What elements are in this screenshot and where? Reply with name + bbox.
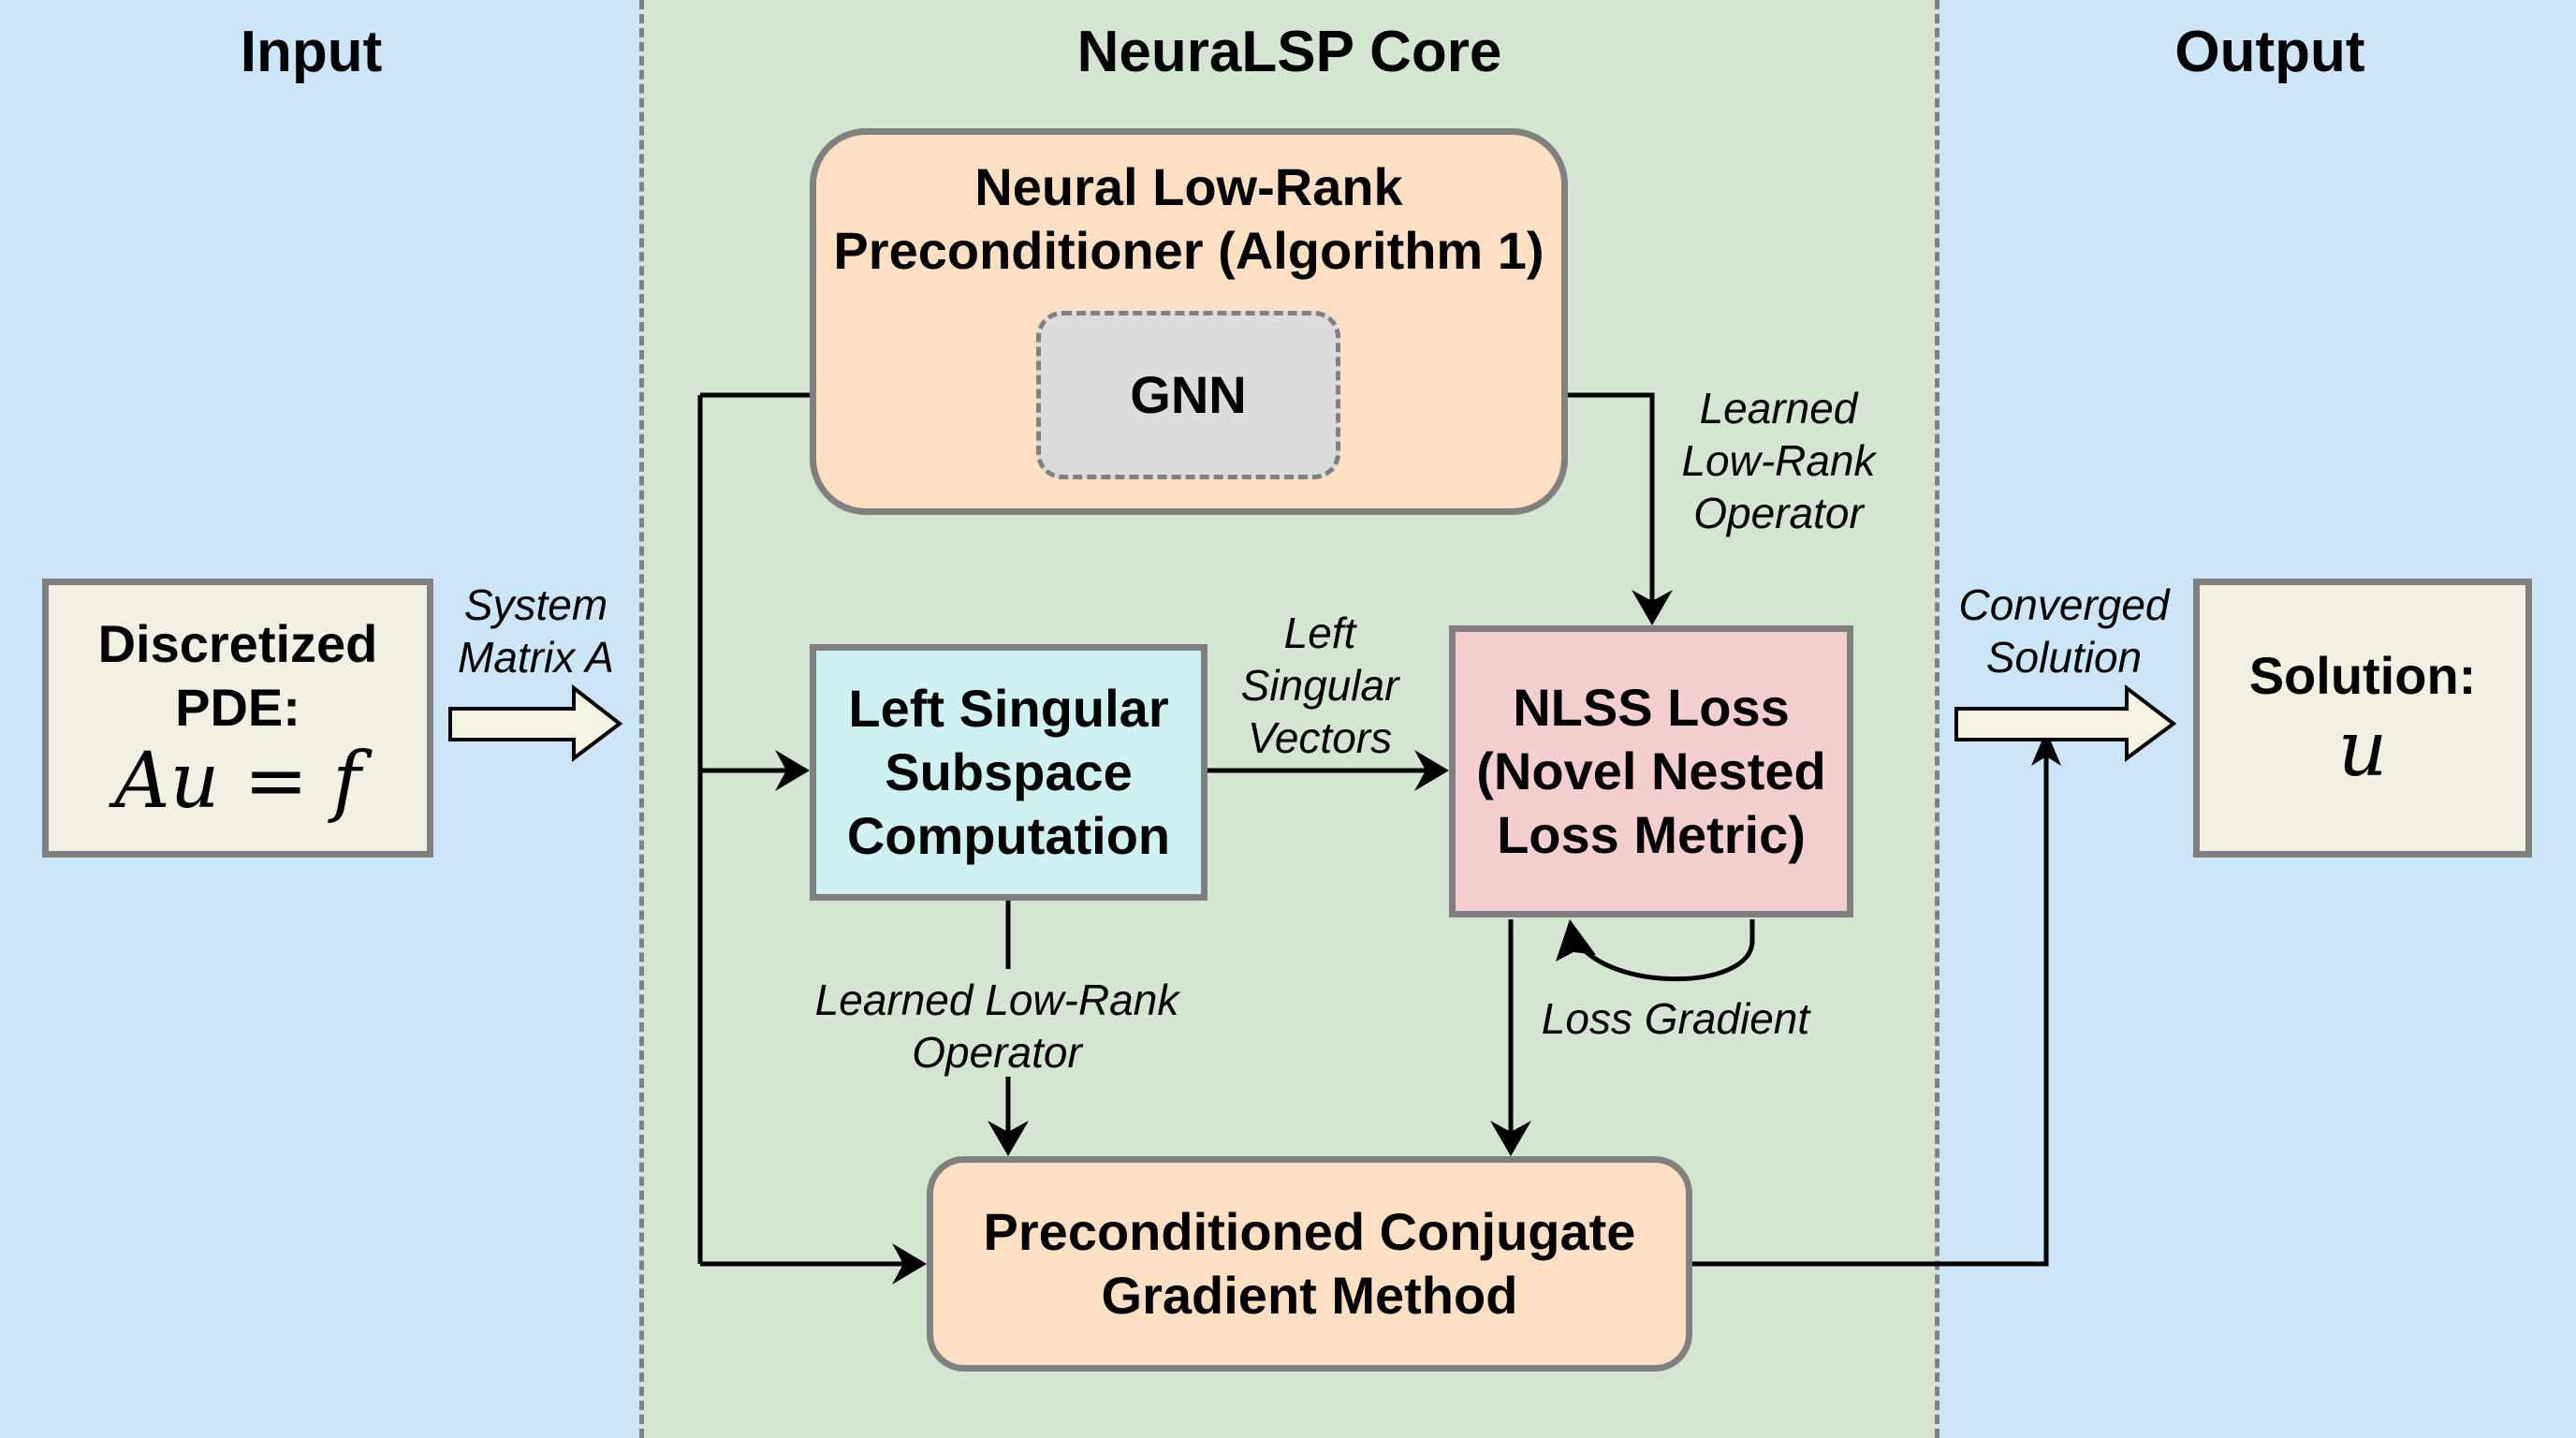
preconditioner-title: Neural Low-Rank Preconditioner (Algorith… xyxy=(833,157,1544,280)
lss-to-nlss-label: Left Singular Vectors xyxy=(1240,609,1399,762)
system-matrix-label: System Matrix A xyxy=(458,580,614,682)
input-zone-title: Input xyxy=(240,20,383,84)
pcg-title: Preconditioned Conjugate Gradient Method xyxy=(983,1202,1636,1325)
nlss-box: NLSS Loss (Novel Nested Loss Metric) xyxy=(1449,625,1853,917)
solution-box: Solution: u xyxy=(2193,579,2532,858)
lss-to-pcg-label: Learned Low-Rank Operator xyxy=(814,976,1179,1077)
nlss-title: NLSS Loss (Novel Nested Loss Metric) xyxy=(1476,678,1826,864)
gnn-title: GNN xyxy=(1130,365,1247,424)
preconditioner-box: Neural Low-Rank Preconditioner (Algorith… xyxy=(810,128,1568,515)
lss-box: Left Singular Subspace Computation xyxy=(810,644,1208,901)
converged-solution-label: Converged Solution xyxy=(1958,580,2170,682)
lss-title: Left Singular Subspace Computation xyxy=(846,679,1171,865)
loss-gradient-label: Loss Gradient xyxy=(1541,994,1810,1043)
core-zone-title: NeuraLSP Core xyxy=(1076,20,1502,84)
output-zone-title: Output xyxy=(2174,20,2365,84)
gnn-to-nlss-label: Learned Low-Rank Operator xyxy=(1681,384,1876,537)
input-pde-box: Discretized PDE: Au = f xyxy=(42,579,433,858)
solution-variable: u xyxy=(2337,705,2388,794)
left-divider xyxy=(639,0,644,1438)
input-pde-title: Discretized PDE: xyxy=(97,614,378,737)
pcg-box: Preconditioned Conjugate Gradient Method xyxy=(927,1156,1692,1372)
right-divider xyxy=(1935,0,1939,1438)
solution-title: Solution: xyxy=(2248,646,2477,705)
gnn-box: GNN xyxy=(1036,311,1340,479)
input-pde-equation: Au = f xyxy=(114,737,361,826)
